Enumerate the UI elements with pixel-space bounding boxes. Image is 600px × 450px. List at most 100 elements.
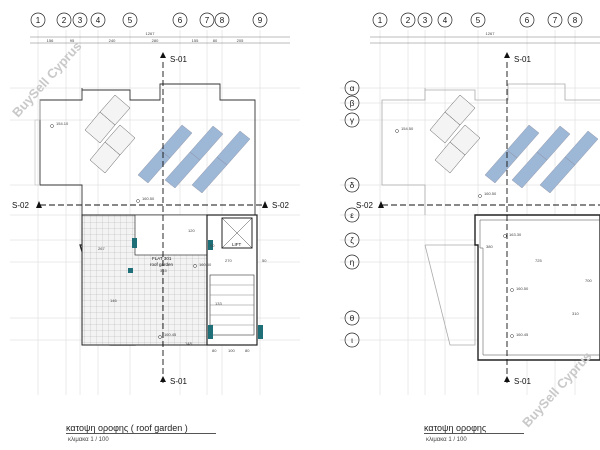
dimension: 270 [225,258,232,263]
row-marker: γ [344,112,360,128]
left-lower-building [79,214,263,346]
column-marker: 2 [400,12,416,28]
column-marker: 8 [214,12,230,28]
column-label: 2 [406,16,411,25]
dimension: 100 [228,348,235,353]
column-label: 7 [553,16,558,25]
row-label: η [350,258,354,267]
dimension: 133 [215,301,222,306]
column-label: 3 [78,16,83,25]
watermark-logo: BuySell Cyprus [9,39,84,120]
row-label: ι [351,336,353,345]
column-label: 8 [573,16,578,25]
column-marker: 5 [470,12,486,28]
room-label: FLAT 301 [152,256,172,261]
total-dimension: 1267 [146,31,156,36]
column-label: 9 [258,16,263,25]
right-section-markers: S-01 S-01 S-02 [356,52,531,386]
section-label: S-01 [170,377,187,386]
dimension: 267 [98,246,105,251]
column-label: 6 [525,16,530,25]
column-marker: 3 [417,12,433,28]
segment-dimension: 156 [47,38,54,43]
right-section-lines [382,62,600,385]
row-marker: ζ [344,232,360,248]
column-marker: 4 [90,12,106,28]
column-label: 4 [96,16,101,25]
right-caption-underline [424,433,524,434]
column-marker: 7 [199,12,215,28]
column-label: 3 [423,16,428,25]
row-label: β [350,99,355,108]
row-label: θ [350,314,355,323]
left-solar-array [84,94,251,194]
level-mark: 160.50 [516,286,529,291]
left-caption-underline [66,433,216,434]
segment-dimension: 240 [109,38,116,43]
column-label: 5 [476,16,481,25]
left-caption-title: κατοψη οροφης ( roof garden ) [66,423,188,433]
segment-dimension: 280 [152,38,159,43]
right-dimension-strip: 1267 [370,31,600,44]
level-mark: 154.50 [401,126,414,131]
column-marker: 3 [72,12,88,28]
section-label: S-01 [514,377,531,386]
left-caption-scale: κλιμακα 1 / 100 [68,437,109,443]
left-roof-outline [34,83,256,215]
room-sublabel: roof garden [150,262,174,267]
column-marker: 1 [372,12,388,28]
dimension: 120 [188,228,195,233]
column-marker: 6 [172,12,188,28]
column-label: 7 [205,16,210,25]
column-label: 4 [443,16,448,25]
row-marker: ι [344,332,360,348]
level-mark: 160.50 [199,262,212,267]
right-caption-scale: κλιμακα 1 / 100 [426,437,467,443]
column-label: 6 [178,16,183,25]
level-mark: 154.10 [56,121,69,126]
right-level-marks: 154.50 160.50 163.30 160.50 160.45 [395,126,529,338]
column-marker: 1 [30,12,46,28]
row-marker: δ [344,177,360,193]
column-marker: 6 [519,12,535,28]
left-column-markers: 1 2 3 4 5 6 7 8 9 [30,12,268,28]
row-marker: η [344,254,360,270]
row-marker: α [344,80,360,96]
left-level-marks: 154.10 160.50 160.50 160.45 [50,121,212,339]
dimension: 50 [262,258,267,263]
row-label: α [350,84,355,93]
watermark-logo: BuySell Cyprus [519,349,594,430]
level-mark: 160.50 [142,196,155,201]
row-marker: θ [344,310,360,326]
row-label: δ [350,181,355,190]
lift-label: LIFT [232,242,242,247]
left-section-markers: S-01 S-01 S-02 S-02 [12,52,289,386]
section-label: S-02 [272,201,289,210]
left-section-lines [40,62,265,385]
left-dimension-strip: 1267 156 95 240 280 155 80 205 [30,31,290,44]
level-mark: 160.45 [516,332,529,337]
level-mark: 163.30 [509,232,522,237]
segment-dimension: 80 [213,38,218,43]
dimension: 380 [486,244,493,249]
column-marker: 4 [437,12,453,28]
right-upper-roof-slab [474,214,600,361]
dimension: 80 [245,348,250,353]
dimension: 90 [210,243,215,248]
section-label: S-02 [12,201,29,210]
segment-dimension: 155 [192,38,199,43]
dimension: 725 [535,258,542,263]
row-marker: β [344,95,360,111]
segment-dimension: 95 [70,38,75,43]
column-label: 1 [36,16,41,25]
column-marker: 8 [567,12,583,28]
dimension: 310 [572,311,579,316]
column-label: 2 [62,16,67,25]
column-label: 8 [220,16,225,25]
column-label: 1 [378,16,383,25]
row-label: ζ [350,236,354,245]
section-label: S-01 [514,55,531,64]
section-label: S-01 [170,55,187,64]
column-marker: 2 [56,12,72,28]
